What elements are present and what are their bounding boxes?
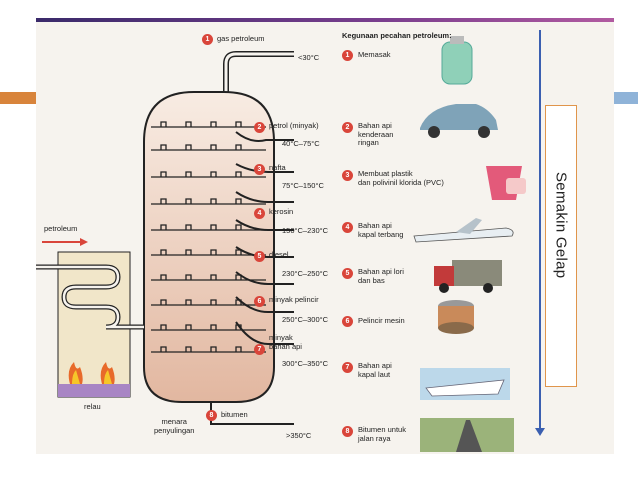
accent-bar-right (614, 92, 638, 104)
fraction-temp: 75°C–150°C (282, 181, 324, 190)
use-number: 6 (342, 316, 353, 327)
arrow-down-icon (535, 428, 545, 436)
fraction-number: 5 (254, 251, 265, 262)
use-number: 3 (342, 170, 353, 181)
fraction-name: bitumen (221, 410, 248, 419)
uses-heading: Kegunaan pecahan petroleum: (342, 31, 452, 40)
use-number: 5 (342, 268, 353, 279)
fraction-name: petrol (minyak) (269, 121, 319, 130)
lubricant-can-icon (438, 300, 474, 334)
fraction-number: 6 (254, 296, 265, 307)
fractionating-column (143, 91, 275, 403)
side-label: Semakin Gelap (544, 172, 578, 322)
lorry-icon (434, 260, 502, 293)
tower-label-line1: menara (161, 417, 187, 426)
side-label-box (545, 105, 577, 387)
flame-icon (68, 362, 115, 384)
fraction-temp: <30°C (298, 53, 320, 62)
fraction-number: 3 (254, 164, 265, 175)
gas-pipe-inner (224, 52, 294, 92)
plastic-bucket-icon (486, 166, 526, 200)
slide-top-band (0, 0, 638, 22)
fraction-temp: 230°C–250°C (282, 269, 329, 278)
fraction-name: minyak pelincir (269, 295, 319, 304)
fraction-number: 7 (254, 344, 265, 355)
fraction-temp: 150°C–230°C (282, 226, 329, 235)
gas-cylinder-icon (441, 36, 473, 85)
furnace-coil-inner (36, 265, 144, 329)
fraction-name: kerosin (269, 207, 294, 216)
fraction-temp: 250°C–300°C (282, 315, 329, 324)
input-arrow-icon (42, 238, 88, 246)
use-number: 2 (342, 122, 353, 133)
fraction-name: gas petroleum (217, 34, 265, 43)
accent-bar-left (0, 92, 36, 104)
use-number: 4 (342, 222, 353, 233)
outlet-pipes (210, 131, 294, 425)
fraction-number: 8 (206, 410, 217, 421)
fraction-name: nafta (269, 163, 286, 172)
column-trays (151, 121, 266, 353)
use-text: Pelincir mesin (358, 316, 405, 325)
use-number: 7 (342, 362, 353, 373)
petroleum-label: petroleum (44, 224, 78, 233)
fraction-number: 4 (254, 208, 265, 219)
use-text: Memasak (358, 50, 391, 59)
car-icon (420, 104, 498, 138)
furnace-label: relau (84, 402, 101, 411)
darker-arrow-line (539, 30, 541, 430)
side-label-text: Semakin Gelap (552, 172, 570, 279)
ship-icon (420, 368, 510, 400)
fraction-name: diesel (269, 250, 289, 259)
airplane-icon (413, 218, 514, 243)
tower-label: menara penyulingan (154, 417, 195, 435)
burner-base (58, 384, 130, 397)
use-number: 8 (342, 426, 353, 437)
road-icon (420, 418, 514, 452)
fraction-temp: >350°C (286, 431, 312, 440)
fraction-number: 2 (254, 122, 265, 133)
use-number: 1 (342, 50, 353, 61)
fraction-number: 1 (202, 34, 213, 45)
fraction-temp: 40°C–75°C (282, 139, 320, 148)
tower-label-line2: penyulingan (154, 425, 195, 435)
diagram-drawing (36, 36, 526, 452)
fraction-temp: 300°C–350°C (282, 359, 329, 368)
distillation-diagram: Kegunaan pecahan petroleum: petroleum re… (36, 22, 614, 454)
gas-pipe (223, 51, 294, 92)
